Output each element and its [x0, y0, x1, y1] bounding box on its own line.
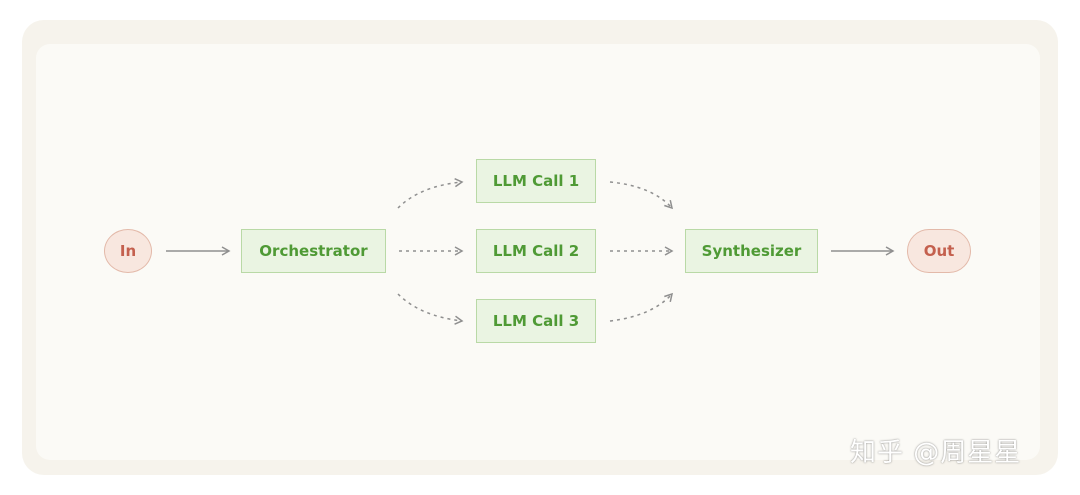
watermark-text: 知乎 @周星星 — [850, 438, 1022, 468]
input-node: In — [104, 229, 152, 273]
llm-call-1-node: LLM Call 1 — [476, 159, 596, 203]
arrow-orchestrator-to-llm-call-1 — [397, 177, 464, 209]
synthesizer-node: Synthesizer — [685, 229, 818, 273]
llm-call-3-node: LLM Call 3 — [476, 299, 596, 343]
output-node: Out — [907, 229, 971, 273]
arrow-orchestrator-to-llm-call-3 — [397, 293, 464, 325]
llm-call-2-node: LLM Call 2 — [476, 229, 596, 273]
arrow-llm-call-1-to-synthesizer — [609, 181, 674, 210]
orchestrator-node: Orchestrator — [241, 229, 386, 273]
arrow-llm-call-3-to-synthesizer — [609, 292, 674, 322]
